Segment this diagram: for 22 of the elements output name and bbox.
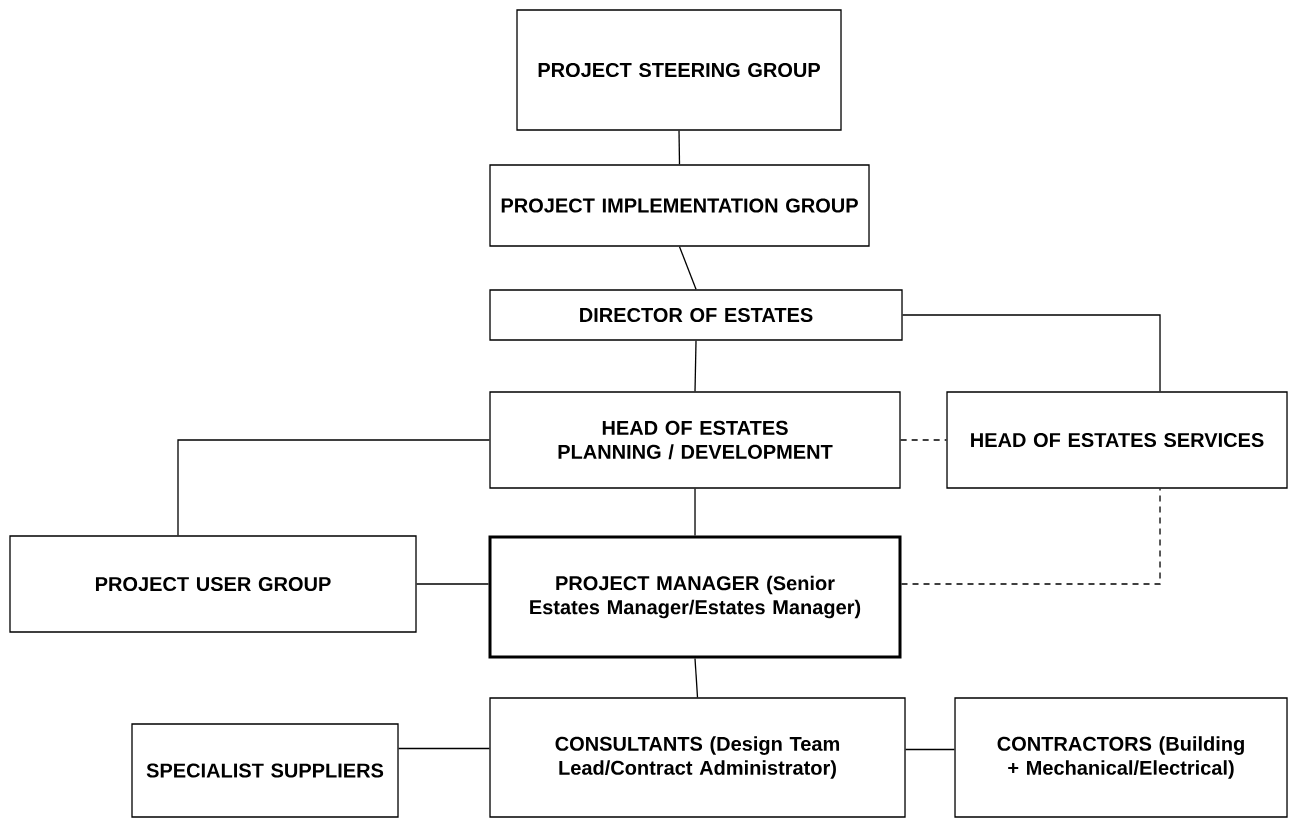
org-box: PROJECT STEERING GROUP <box>516 9 842 131</box>
org-box: DIRECTOR OF ESTATES <box>489 289 903 341</box>
org-box: HEAD OF ESTATES SERVICES <box>946 391 1288 489</box>
org-box: PROJECT USER GROUP <box>9 535 417 633</box>
connector-line <box>694 657 699 698</box>
org-box: HEAD OF ESTATES PLANNING / DEVELOPMENT <box>489 391 901 489</box>
connector-line <box>694 340 697 392</box>
org-box: PROJECT IMPLEMENTATION GROUP <box>489 164 870 247</box>
connector-line <box>177 439 490 536</box>
org-box: CONSULTANTS (Design Team Lead/Contract Administrator) <box>489 697 906 818</box>
connector-line <box>678 246 697 290</box>
connector-line <box>905 748 955 751</box>
org-box: SPECIALIST SUPPLIERS <box>131 723 399 818</box>
connector-line <box>902 314 1161 392</box>
connector-line <box>398 747 490 750</box>
connector-line <box>678 130 681 165</box>
org-box: CONTRACTORS (Building + Mechanical/Electrical) <box>954 697 1288 818</box>
manager-box: PROJECT MANAGER (Senior Estates Manager/Estates Manager) <box>488 535 902 659</box>
dashed-connector <box>900 488 1161 585</box>
dashed-connector <box>900 439 947 441</box>
connector-line <box>416 583 490 585</box>
connector-line <box>694 488 696 537</box>
